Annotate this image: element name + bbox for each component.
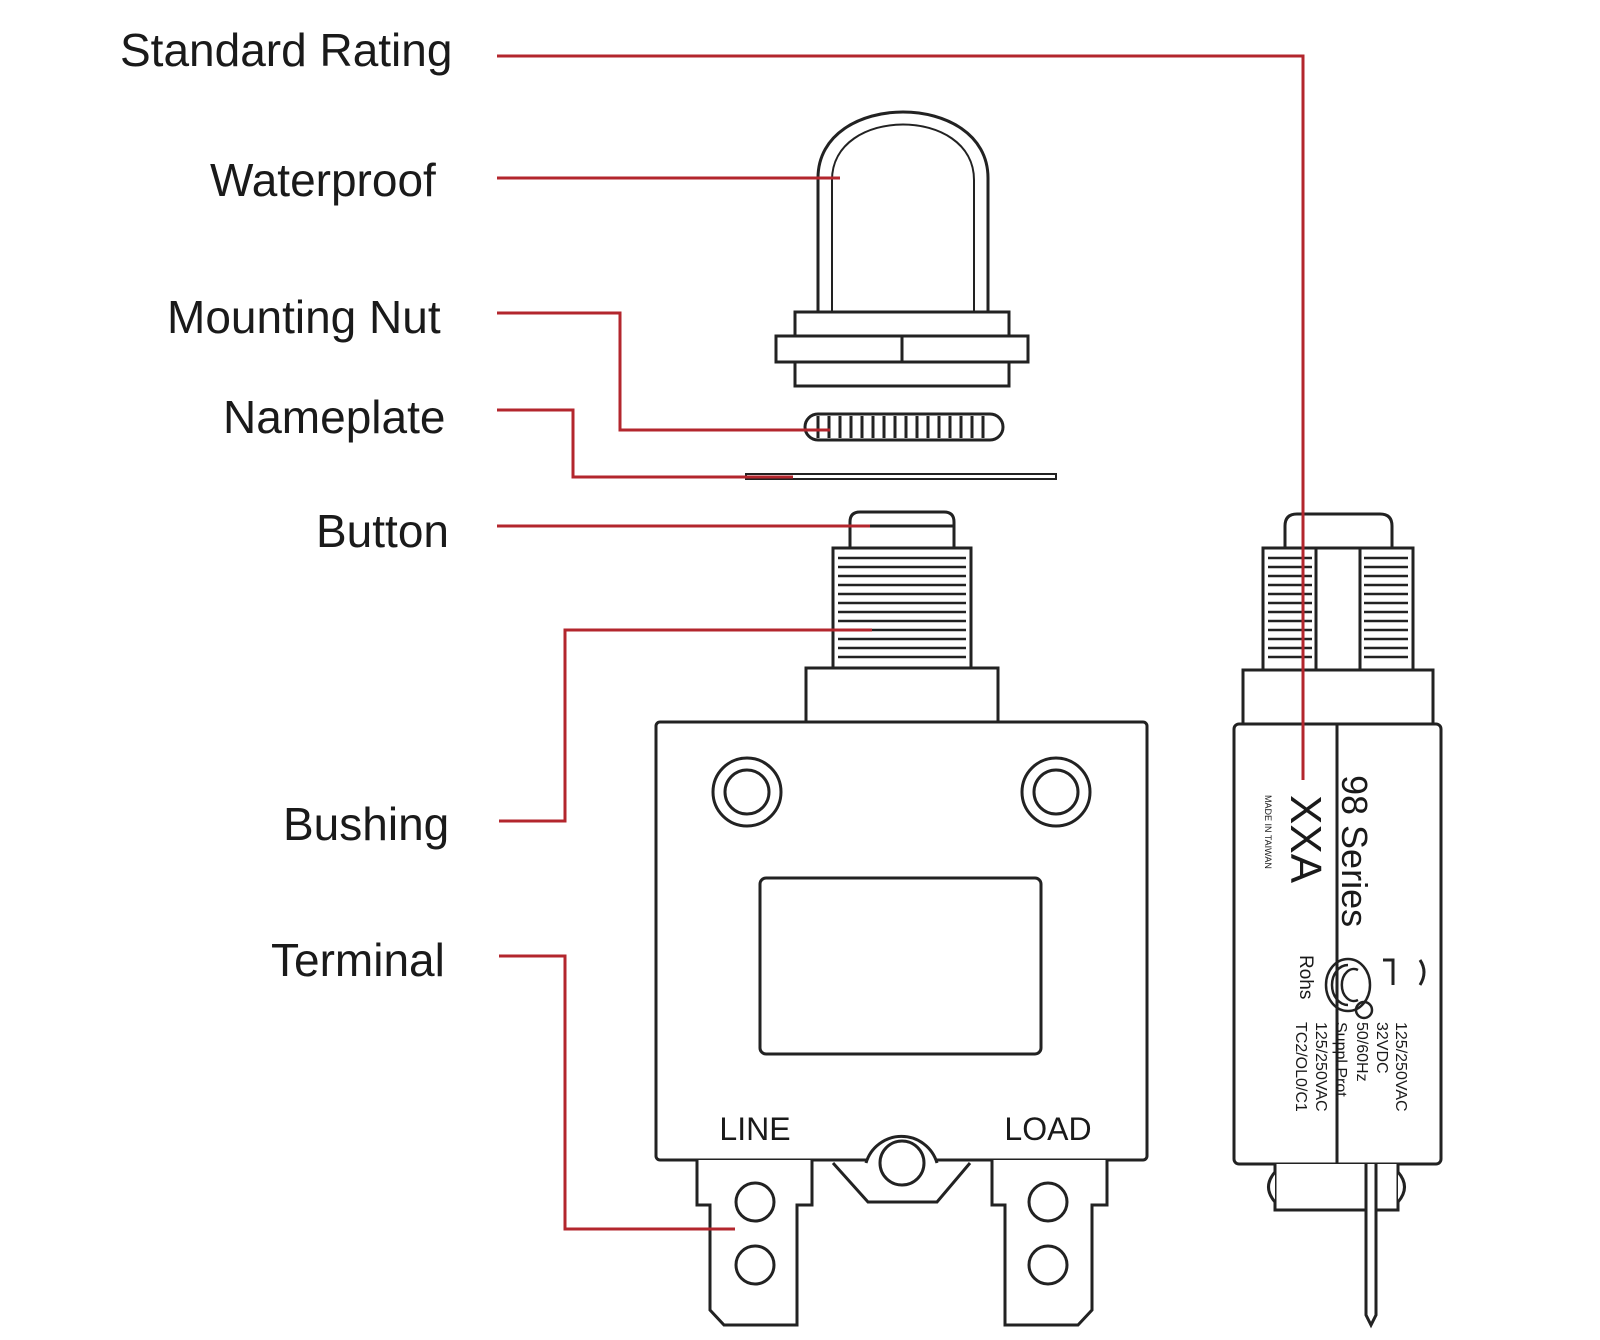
label-bushing: Bushing xyxy=(283,798,450,850)
series-label: 98 Series xyxy=(1334,775,1375,927)
leader-mounting-nut xyxy=(497,311,830,432)
leader-standard-rating xyxy=(497,54,1305,780)
load-terminal-label: LOAD xyxy=(1004,1111,1091,1147)
label-mounting-nut: Mounting Nut xyxy=(167,291,441,343)
leader-nameplate xyxy=(497,408,793,479)
label-terminal: Terminal xyxy=(271,934,445,986)
label-waterproof: Waterproof xyxy=(210,154,436,206)
made-in-label: MADE IN TAIWAN xyxy=(1263,795,1273,869)
waterproof-boot xyxy=(774,110,1030,388)
label-nameplate: Nameplate xyxy=(223,391,446,443)
leader-terminal xyxy=(499,954,735,1231)
spec-line-2: 32VDC xyxy=(1373,1022,1390,1074)
mounting-nut xyxy=(803,412,1005,442)
spec-line-1: 125/250VAC xyxy=(1392,1022,1409,1112)
certification-mark-icon xyxy=(1324,957,1374,1020)
breaker-side-view xyxy=(1232,512,1443,1329)
leader-bushing xyxy=(499,628,872,823)
spec-line-5: 125/250VAC xyxy=(1312,1022,1329,1112)
line-terminal-label: LINE xyxy=(719,1111,790,1147)
breaker-front-view xyxy=(654,510,1149,1327)
spec-line-6: TC2/OL0/C1 xyxy=(1292,1022,1309,1112)
rating-code-label: XXA xyxy=(1281,795,1330,884)
label-standard-rating: Standard Rating xyxy=(120,24,453,76)
label-button: Button xyxy=(316,505,449,557)
leader-lines xyxy=(497,54,1305,1231)
rohs-label: Rohs xyxy=(1295,955,1316,999)
side-nameplate-text: 98 Series XXA MADE IN TAIWAN Rohs 125/25… xyxy=(1263,775,1409,1112)
spec-line-3: 50/60Hz xyxy=(1353,1022,1370,1082)
spec-line-4: Suppl.Prot. xyxy=(1332,1022,1349,1101)
